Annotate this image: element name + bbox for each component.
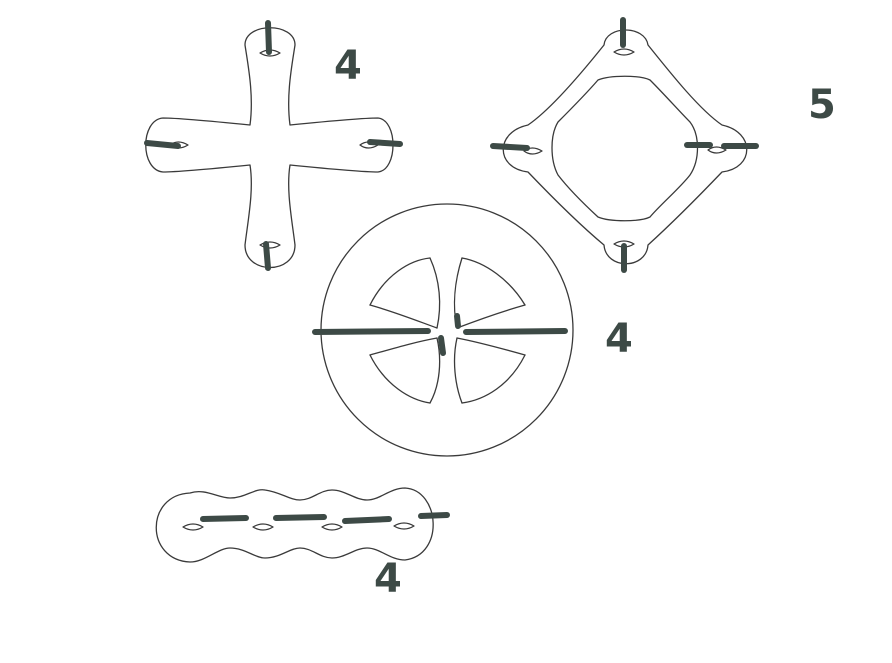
diamond-ring-surface: 5: [490, 17, 836, 273]
cut-mark: [454, 313, 461, 329]
cut-mark: [418, 512, 450, 519]
cross-outline: [145, 27, 394, 268]
chain-holes: [182, 522, 415, 531]
chain-label: 4: [374, 556, 402, 602]
cross-label: 4: [334, 43, 362, 89]
cut-mark: [367, 139, 403, 147]
wheel-surface: 4: [312, 203, 633, 457]
cut-mark: [490, 143, 530, 151]
cut-mark: [263, 241, 271, 271]
diamond-holes: [523, 48, 727, 248]
cut-mark: [438, 335, 446, 356]
chain-surface: 4: [155, 487, 450, 602]
diamond-inner-outline: [551, 75, 699, 222]
cross-surface: 4: [144, 20, 403, 271]
cut-mark: [463, 328, 568, 335]
chain-outline: [155, 487, 434, 563]
cut-mark: [144, 140, 181, 149]
cut-mark: [200, 515, 249, 522]
cut-mark: [273, 514, 327, 521]
cut-mark: [342, 516, 392, 524]
wheel-cuts: [312, 313, 568, 356]
cut-mark: [312, 328, 431, 335]
chain-cuts: [200, 512, 450, 524]
diamond-label: 5: [808, 82, 836, 128]
diamond-cuts: [490, 17, 759, 273]
wheel-inner-arcs: [369, 257, 526, 404]
wheel-label: 4: [605, 316, 633, 362]
cross-cuts: [144, 20, 403, 271]
cut-mark: [265, 20, 272, 55]
diamond-outer-outline: [502, 29, 748, 265]
